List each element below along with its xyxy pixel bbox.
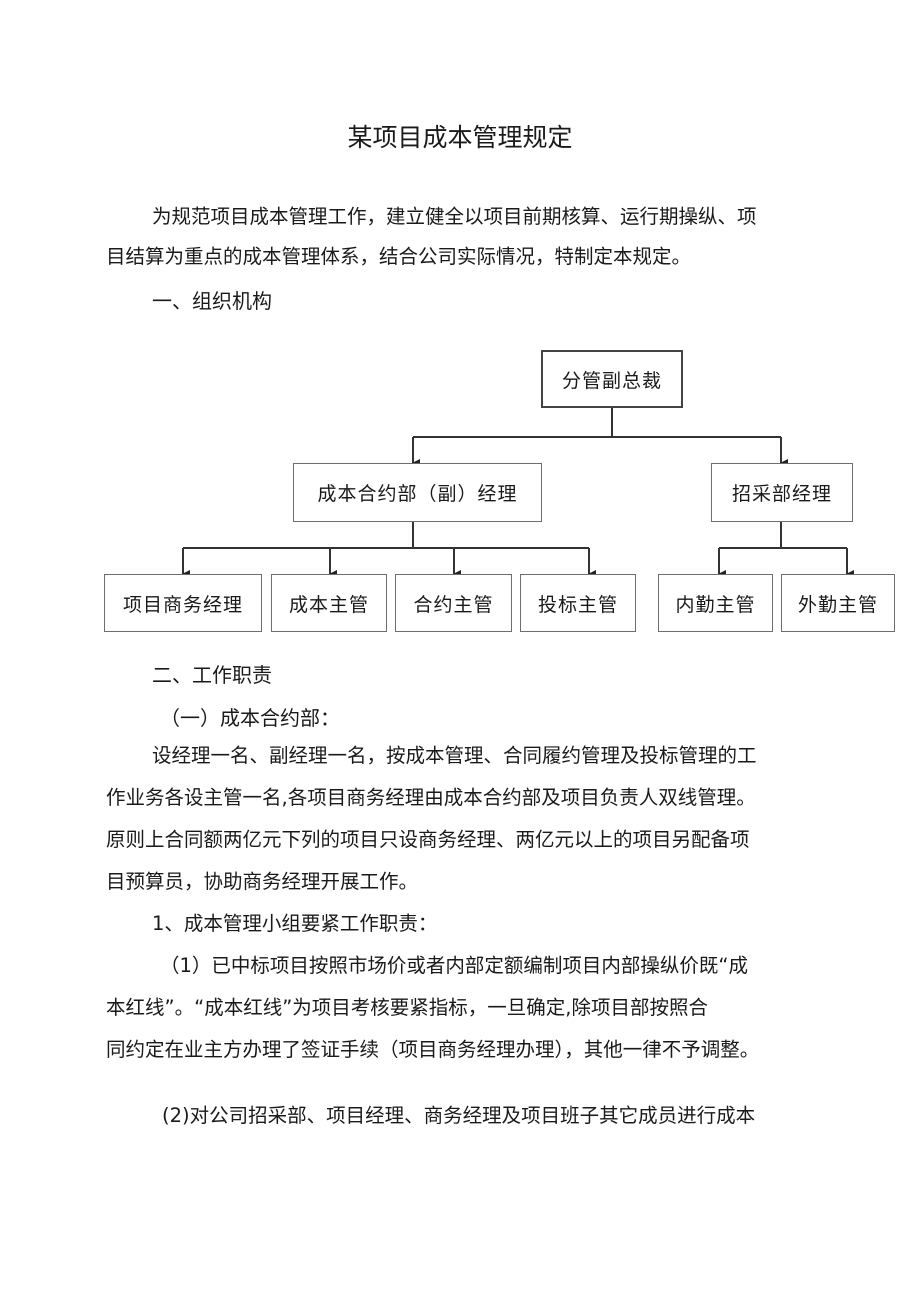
section-heading-org: 一、组织机构 [152, 289, 272, 313]
para1-line-2: 作业务各设主管一名,各项目商务经理由成本合约部及项目负责人双线管理。 [106, 786, 756, 809]
item1-1-line-2: 本红线”。“成本红线”为项目考核要紧指标，一旦确定,除项目部按照合 [106, 996, 709, 1019]
item1-2-line-1: (2)对公司招采部、项目经理、商务经理及项目班子其它成员进行成本 [162, 1104, 756, 1127]
document-title: 某项目成本管理规定 [347, 123, 573, 152]
intro-line-2: 目结算为重点的成本管理体系，结合公司实际情况，特制定本规定。 [106, 245, 692, 268]
section-heading-duties: 二、工作职责 [152, 663, 272, 687]
org-node-contract-supervisor: 合约主管 [395, 574, 512, 632]
org-node-vp: 分管副总裁 [541, 350, 683, 408]
para1-line-4: 目预算员，协助商务经理开展工作。 [106, 870, 419, 893]
item1-1-line-3: 同约定在业主方办理了签证手续（项目商务经理办理），其他一律不予调整。 [106, 1038, 760, 1061]
para1-line-3: 原则上合同额两亿元下列的项目只设商务经理、两亿元以上的项目另配备项 [106, 828, 750, 851]
org-node-internal-affairs-supervisor: 内勤主管 [658, 574, 773, 632]
item1-1-line-1: （1）已中标项目按照市场价或者内部定额编制项目内部操纵价既“成 [160, 954, 749, 977]
org-node-cost-contract-manager: 成本合约部（副）经理 [293, 463, 542, 522]
org-node-external-affairs-supervisor: 外勤主管 [781, 574, 895, 632]
intro-line-1: 为规范项目成本管理工作，建立健全以项目前期核算、运行期操纵、项 [152, 205, 757, 228]
item1-heading: 1、成本管理小组要紧工作职责： [152, 912, 438, 935]
subheading-cost-contract-dept: （一）成本合约部： [160, 706, 340, 730]
org-node-procurement-manager: 招采部经理 [711, 463, 853, 522]
para1-line-1: 设经理一名、副经理一名，按成本管理、合同履约管理及投标管理的工 [152, 744, 757, 767]
org-node-cost-supervisor: 成本主管 [271, 574, 387, 632]
org-node-project-business-manager: 项目商务经理 [104, 574, 262, 632]
org-chart-connectors [182, 408, 854, 578]
org-node-bidding-supervisor: 投标主管 [520, 574, 636, 632]
